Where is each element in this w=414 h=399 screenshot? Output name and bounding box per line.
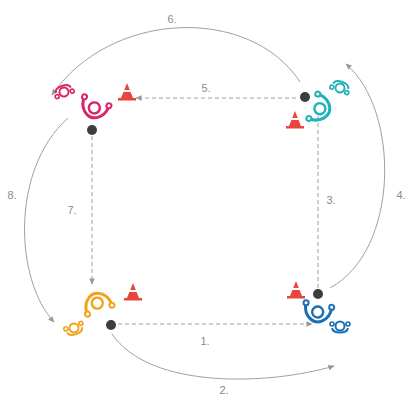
player-orange (63, 288, 115, 337)
ball (106, 320, 116, 330)
curved-arrow (112, 334, 334, 379)
curved-arrow (52, 28, 300, 95)
step-number: 4. (394, 189, 407, 202)
player-blue (301, 300, 350, 333)
dashed-arrow (136, 98, 296, 99)
step-number: 1. (198, 335, 211, 348)
curved-arrow (25, 118, 68, 322)
cone (124, 283, 142, 301)
player-teal (306, 78, 352, 126)
cone (118, 83, 136, 101)
dashed-arrow (118, 324, 312, 325)
step-number: 7. (65, 204, 78, 217)
step-number: 2. (217, 384, 230, 397)
ball (300, 92, 310, 102)
cone (287, 281, 305, 299)
dashed-arrow (92, 136, 93, 284)
dashed-arrow (318, 108, 319, 288)
player-pink (52, 82, 112, 122)
step-number: 6. (165, 13, 178, 26)
step-number: 5. (199, 82, 212, 95)
step-number: 8. (5, 189, 18, 202)
cone (286, 111, 304, 129)
step-number: 3. (324, 194, 337, 207)
ball (87, 125, 97, 135)
ball (313, 289, 323, 299)
curved-arrow (330, 64, 385, 288)
